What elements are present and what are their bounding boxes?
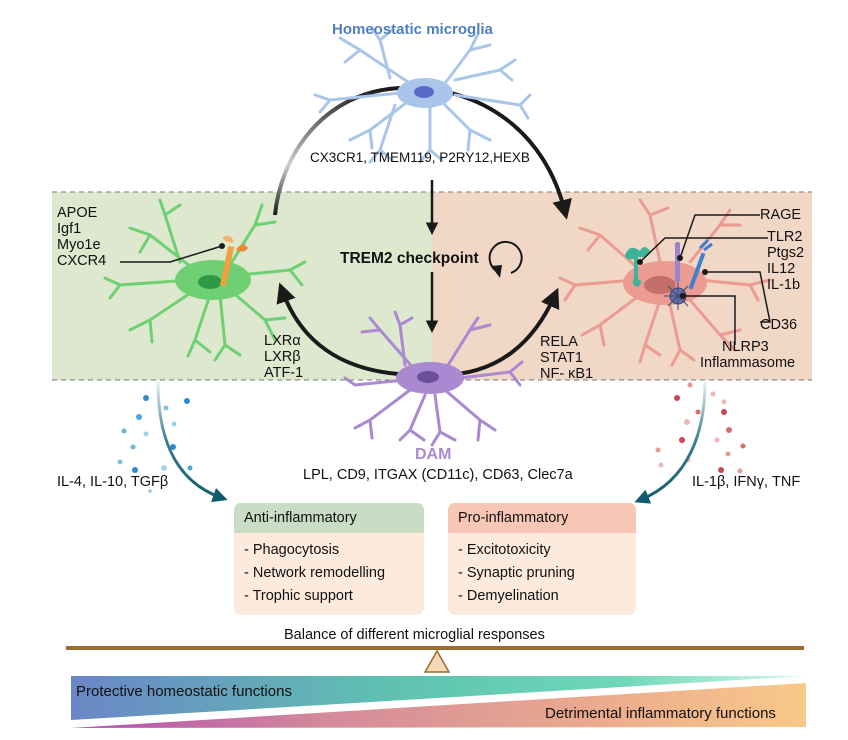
factor-lxrb: LXRβ bbox=[264, 349, 301, 365]
marker-cd36: CD36 bbox=[760, 317, 798, 333]
anti-marker-leader-line bbox=[120, 245, 223, 263]
trem2-checkpoint-label: TREM2 checkpoint bbox=[340, 250, 479, 267]
pro-cell-factors: RELA STAT1 NF- κB1 bbox=[540, 334, 593, 382]
anti-cytokines-label: IL-4, IL-10, TGFβ bbox=[57, 474, 169, 490]
factor-rela: RELA bbox=[540, 334, 578, 350]
anti-item: - Trophic support bbox=[244, 588, 353, 604]
marker-il12: IL12 bbox=[767, 261, 796, 277]
dam-microglia-cell bbox=[343, 310, 524, 447]
anti-cell-factors: LXRα LXRβ ATF-1 bbox=[264, 333, 303, 381]
cycle-icon bbox=[488, 240, 523, 278]
pro-cytokine-dots bbox=[655, 382, 746, 474]
pro-inflammatory-list: - Excitotoxicity - Synaptic pruning - De… bbox=[448, 533, 636, 608]
balance-fulcrum-icon bbox=[423, 649, 451, 673]
anti-inflammatory-list: - Phagocytosis - Network remodelling - T… bbox=[234, 533, 424, 608]
factor-stat1: STAT1 bbox=[540, 350, 583, 366]
receptor-teal-icon bbox=[625, 247, 650, 287]
factor-atf1: ATF-1 bbox=[264, 365, 304, 381]
factor-nfkb1: NF- κB1 bbox=[540, 366, 594, 382]
detrimental-label: Detrimental inflammatory functions bbox=[545, 705, 776, 722]
marker-apoe: APOE bbox=[57, 205, 98, 221]
marker-tlr2: TLR2 bbox=[767, 229, 803, 245]
anti-inflammatory-microglia-cell bbox=[103, 198, 307, 362]
pro-inflammatory-title: Pro-inflammatory bbox=[448, 503, 636, 533]
pro-cell-markers: TLR2 Ptgs2 IL12 IL-1b bbox=[767, 229, 804, 293]
pro-item: - Synaptic pruning bbox=[458, 565, 575, 581]
receptor-orange-icon bbox=[219, 235, 248, 287]
pro-marker-leader-lines bbox=[639, 214, 771, 345]
balance-label: Balance of different microglial response… bbox=[284, 627, 545, 643]
anti-cytokine-dots bbox=[117, 395, 193, 493]
inflammasome-label: Inflammasome bbox=[700, 355, 796, 371]
anti-item: - Network remodelling bbox=[244, 565, 386, 581]
nlrp3-label: NLRP3 bbox=[722, 339, 769, 355]
detrimental-wedge bbox=[71, 683, 806, 728]
marker-cxcr4: CXCR4 bbox=[57, 253, 107, 269]
pro-marker-leader-dots bbox=[637, 255, 708, 299]
factor-lxra: LXRα bbox=[264, 333, 301, 349]
anti-inflammatory-box: Anti-inflammatory - Phagocytosis - Netwo… bbox=[234, 503, 424, 615]
arc-dam-to-anti bbox=[276, 282, 421, 377]
anti-inflammatory-title: Anti-inflammatory bbox=[234, 503, 424, 533]
homeostatic-markers: CX3CR1, TMEM119, P2RY12,HEXB bbox=[310, 150, 530, 165]
pro-item: - Demyelination bbox=[458, 588, 559, 604]
pro-inflammatory-box: Pro-inflammatory - Excitotoxicity - Syna… bbox=[448, 503, 636, 615]
pro-cytokines-label: IL-1β, IFNγ, TNF bbox=[692, 474, 801, 490]
arc-homeostatic-to-anti bbox=[273, 86, 401, 216]
pro-cytokine-arrow bbox=[634, 381, 707, 504]
anti-item: - Phagocytosis bbox=[244, 542, 340, 558]
homeostatic-title: Homeostatic microglia bbox=[332, 21, 493, 38]
marker-rage: RAGE bbox=[760, 207, 802, 223]
nlrp3-inflammasome-label: NLRP3 Inflammasome bbox=[700, 339, 795, 371]
anti-cell-markers: APOE Igf1 Myo1e CXCR4 bbox=[57, 205, 106, 269]
dam-markers: LPL, CD9, ITGAX (CD11c), CD63, Clec7a bbox=[303, 467, 573, 483]
marker-igf1: Igf1 bbox=[57, 221, 82, 237]
protective-label: Protective homeostatic functions bbox=[76, 683, 292, 700]
receptor-blue-icon bbox=[688, 238, 713, 290]
anti-marker-leader-dot bbox=[219, 243, 225, 249]
marker-myo1e: Myo1e bbox=[57, 237, 101, 253]
inflammasome-icon bbox=[664, 282, 692, 310]
dam-title: DAM bbox=[415, 446, 452, 463]
homeostatic-microglia-cell bbox=[313, 26, 532, 164]
protective-wedge bbox=[71, 676, 805, 720]
pro-item: - Excitotoxicity bbox=[458, 542, 551, 558]
marker-ptgs2: Ptgs2 bbox=[767, 245, 805, 261]
receptor-purple-icon bbox=[675, 242, 680, 282]
marker-il1b: IL-1b bbox=[767, 277, 801, 293]
anti-cytokine-arrow bbox=[156, 381, 228, 503]
